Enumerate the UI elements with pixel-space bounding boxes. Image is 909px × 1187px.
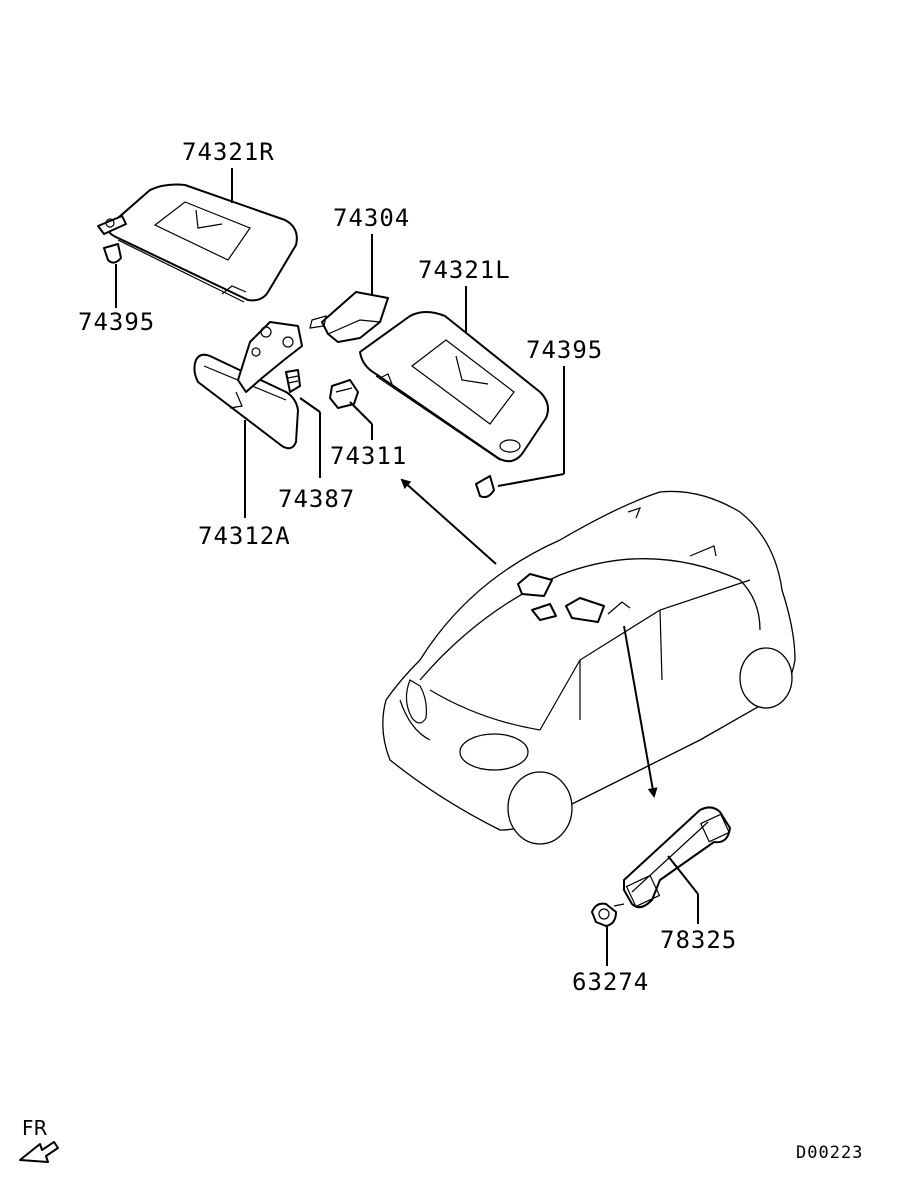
cap-63274-part (591, 902, 625, 927)
screw-74387-part (285, 369, 301, 393)
front-direction-icon (19, 1141, 59, 1163)
fr-label: FR (22, 1116, 48, 1140)
label-74395-left: 74395 (78, 308, 155, 336)
sun-visor-left-part (359, 311, 549, 463)
arrow-to-grip (623, 625, 658, 798)
leader-74387-a (299, 397, 321, 413)
arrow-to-visors (400, 478, 497, 565)
sun-visor-right-part (107, 183, 298, 303)
label-78325: 78325 (660, 926, 737, 954)
drawing-code: D00223 (796, 1143, 863, 1163)
mirror-bracket-part (229, 321, 303, 409)
label-74387: 74387 (278, 485, 355, 513)
label-63274: 63274 (572, 968, 649, 996)
label-74312A: 74312A (198, 522, 291, 550)
visor-holder-74311-part (329, 379, 359, 409)
label-74321L: 74321L (418, 256, 511, 284)
clip-74395-left-part (97, 215, 127, 264)
leader-78325-a (667, 855, 699, 895)
assist-grip-part (623, 806, 731, 909)
label-74395-right: 74395 (526, 336, 603, 364)
visor-holder-74304-part (309, 291, 389, 343)
label-74321R: 74321R (182, 138, 275, 166)
vehicle-outline (382, 490, 796, 845)
leader-74395-right-b (497, 473, 565, 487)
leader-74311-a (349, 401, 373, 425)
label-74304: 74304 (333, 204, 410, 232)
clip-74395-right-part (475, 475, 495, 499)
label-74311: 74311 (330, 442, 407, 470)
